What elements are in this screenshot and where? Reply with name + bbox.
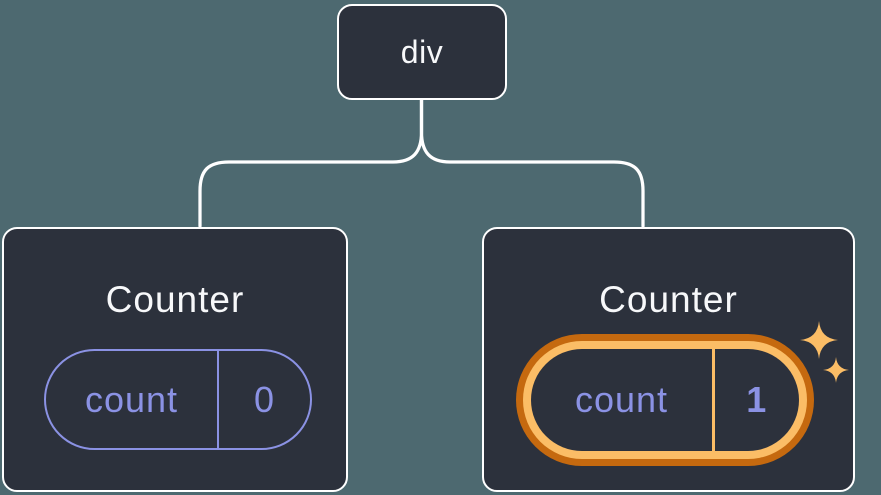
- sparkles-decoration: [800, 321, 849, 383]
- state-pill-count-left: count 0: [44, 349, 312, 450]
- tree-node-counter-left: Counter count 0: [2, 227, 348, 492]
- state-pill-divider: [217, 351, 219, 448]
- state-key-label: count: [84, 378, 179, 420]
- state-pill-highlight-ring-inner: count 1: [523, 341, 807, 459]
- state-pill-key-segment: count: [46, 351, 217, 448]
- state-value-label: 1: [746, 379, 768, 420]
- sparkle-icon-large: [800, 321, 838, 359]
- state-pill-count-right: count 1: [531, 349, 799, 451]
- sparkle-icon-small: [823, 357, 849, 383]
- node-div-label: div: [400, 33, 444, 70]
- state-pill-highlight-ring: count 1: [516, 334, 814, 466]
- state-value-label: 0: [253, 378, 276, 420]
- state-pill-value-segment: 0: [219, 351, 310, 448]
- state-pill-divider: [712, 349, 715, 451]
- connector-left-branch: [198, 98, 424, 228]
- connector-right-branch: [419, 98, 645, 228]
- tree-node-div: div: [337, 4, 507, 100]
- state-key-label: count: [574, 379, 669, 420]
- tree-node-counter-right: Counter count 1: [482, 227, 855, 492]
- counter-left-title: Counter: [105, 279, 245, 320]
- counter-right-title: Counter: [599, 279, 738, 320]
- state-pill-value-segment: 1: [715, 349, 800, 451]
- state-pill-key-segment: count: [531, 349, 712, 451]
